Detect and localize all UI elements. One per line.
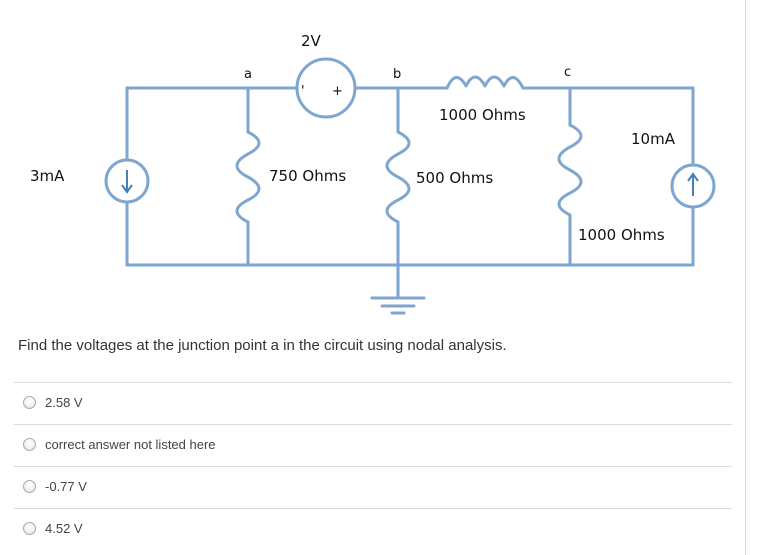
resistor-750-zigzag [235,130,261,224]
resistor-top-1000-label: 1000 Ohms [439,106,526,124]
voltage-source-icon [295,57,357,119]
node-c-label: c [564,65,571,80]
node-a-label: a [244,67,252,82]
current-source-up-icon [670,163,716,209]
answer-option-label: 4.52 V [45,521,83,536]
node-b-label: b [393,67,401,82]
answer-option-4[interactable]: 4.52 V [14,508,732,550]
resistor-right-1000-label: 1000 Ohms [578,226,665,244]
answer-option-label: 2.58 V [45,395,83,410]
source-plus-sign: + [332,84,343,99]
right-current-source-label: 10mA [631,130,676,148]
resistor-top-1000-zigzag [445,75,525,90]
answer-option-1[interactable]: 2.58 V [14,382,732,424]
question-text: Find the voltages at the junction point … [18,337,507,354]
radio-button-icon[interactable] [23,396,36,409]
resistor-500-zigzag [385,130,411,224]
left-current-source-label: 3mA [30,167,65,185]
radio-button-icon[interactable] [23,438,36,451]
voltage-source-label: 2V [301,32,322,50]
source-minus-sign: ' [301,84,305,99]
radio-button-icon[interactable] [23,522,36,535]
current-source-down-icon [104,158,150,204]
resistor-750-label: 750 Ohms [269,167,346,185]
answer-option-2[interactable]: correct answer not listed here [14,424,732,466]
resistor-500-label: 500 Ohms [416,169,493,187]
answer-list: 2.58 V correct answer not listed here -0… [14,382,732,550]
page-edge-divider [745,0,746,555]
ground-symbol [370,296,426,315]
circuit-diagram: ' + 2V a b c 3mA 10mA 750 Ohms 1000 Ohms… [30,32,716,315]
radio-button-icon[interactable] [23,480,36,493]
answer-option-label: -0.77 V [45,479,87,494]
answer-option-3[interactable]: -0.77 V [14,466,732,508]
answer-option-label: correct answer not listed here [45,437,216,452]
resistor-right-1000-zigzag [557,123,583,217]
